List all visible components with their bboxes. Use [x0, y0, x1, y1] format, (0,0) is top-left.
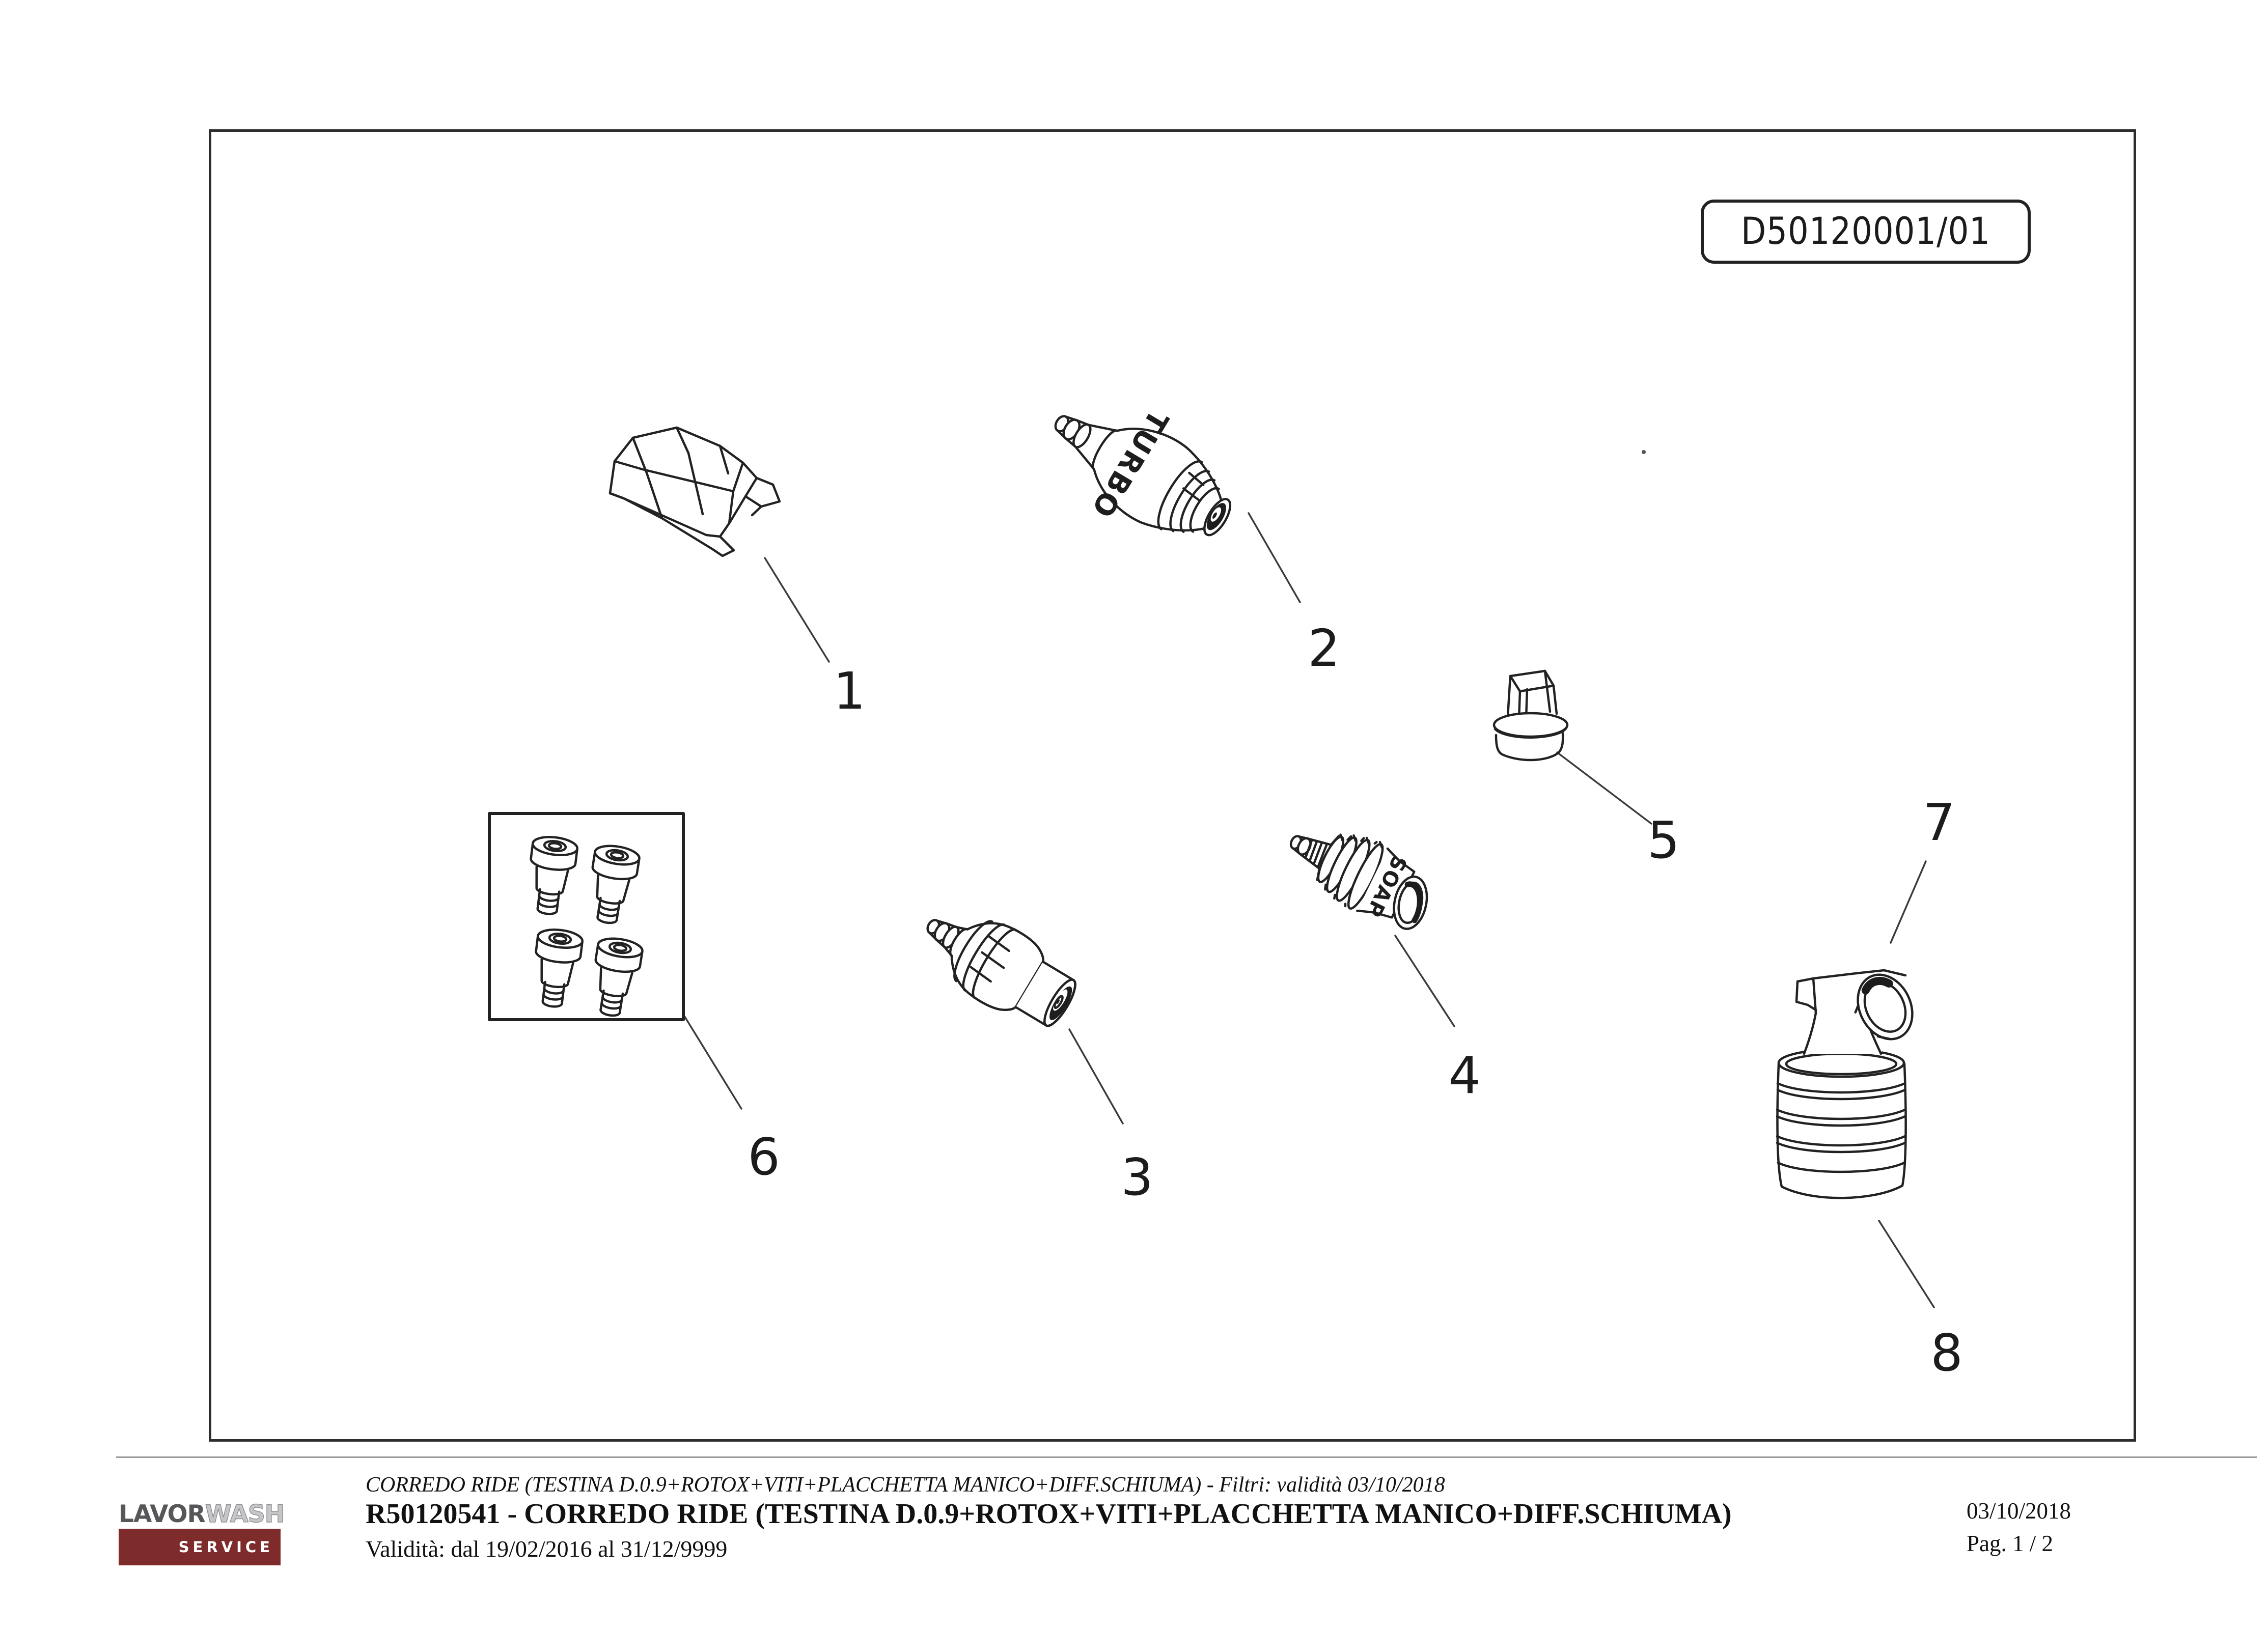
part-label-4: 4 — [1448, 1046, 1481, 1105]
part-label-7: 7 — [1923, 793, 1955, 852]
part-5-drawing — [1492, 669, 1569, 762]
leader-1 — [764, 557, 830, 663]
footer-filter-line: CORREDO RIDE (TESTINA D.0.9+ROTOX+VITI+P… — [366, 1473, 1445, 1497]
part-6-drawing — [488, 812, 685, 1021]
part-8-drawing — [1776, 969, 1914, 1199]
leader-4 — [1394, 935, 1455, 1027]
drawing-code-box: D50120001/01 — [1701, 200, 2031, 264]
part-2-drawing: TURBO — [1054, 404, 1232, 537]
part-3-drawing — [926, 919, 1076, 1027]
logo-wordmark: LAVORWASH — [119, 1500, 285, 1528]
part-label-3: 3 — [1121, 1147, 1153, 1207]
part-number-labels: 1 2 3 4 5 6 7 8 — [748, 619, 1963, 1383]
drawing-code: D50120001/01 — [1740, 210, 1991, 254]
leader-lines — [683, 512, 1935, 1308]
part-label-5: 5 — [1647, 810, 1680, 870]
leader-7 — [1890, 860, 1927, 944]
print-speck — [1642, 450, 1646, 454]
leader-6 — [683, 1015, 742, 1110]
footer-date: 03/10/2018 — [1967, 1498, 2071, 1524]
leader-2 — [1248, 512, 1301, 603]
footer-validity: Validità: dal 19/02/2016 al 31/12/9999 — [366, 1536, 728, 1562]
leader-5 — [1556, 751, 1652, 825]
logo-brand-primary: LAVOR — [119, 1500, 206, 1528]
logo-service-label: SERVICE — [178, 1538, 273, 1556]
part-label-6: 6 — [748, 1127, 780, 1187]
part-1-drawing — [609, 426, 781, 557]
logo-service-band: SERVICE — [119, 1529, 281, 1565]
lavorwash-logo: LAVORWASH SERVICE — [119, 1500, 285, 1565]
diagram-frame — [209, 129, 2136, 1442]
footer-divider — [116, 1456, 2257, 1458]
leader-8 — [1878, 1220, 1935, 1308]
logo-brand-secondary: WASH — [205, 1500, 285, 1528]
part-label-1: 1 — [833, 661, 866, 721]
part-4-drawing: SOAP — [1289, 833, 1428, 930]
part-label-8: 8 — [1930, 1323, 1963, 1383]
footer-page-indicator: Pag. 1 / 2 — [1967, 1531, 2054, 1556]
leader-3 — [1068, 1028, 1124, 1125]
footer-kit-title: R50120541 - CORREDO RIDE (TESTINA D.0.9+… — [366, 1498, 1732, 1530]
part-label-2: 2 — [1308, 619, 1340, 678]
